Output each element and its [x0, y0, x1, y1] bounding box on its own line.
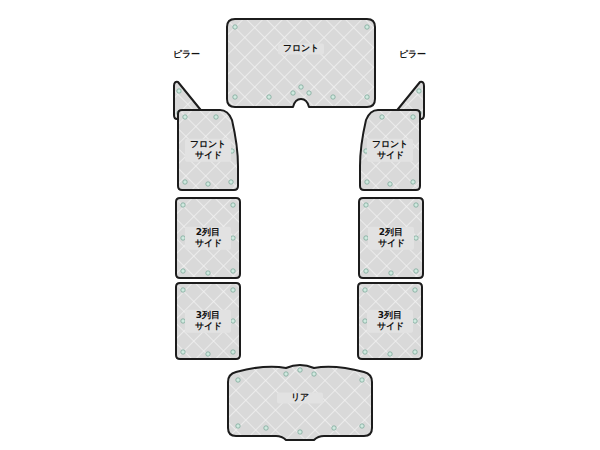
suction-cup: [183, 115, 187, 119]
suction-cup: [181, 350, 185, 354]
suction-cup: [231, 288, 235, 292]
suction-cup: [206, 271, 210, 275]
suction-cup: [364, 203, 368, 207]
third-row-shade: 3列目 サイド: [356, 281, 424, 361]
part-name: 2列目 サイド: [185, 227, 231, 250]
shade-body: [359, 198, 423, 278]
suction-cup: [413, 319, 417, 323]
second-row-shade: 2列目 サイド: [357, 196, 425, 280]
suction-cup: [264, 426, 268, 430]
suction-cup: [312, 372, 316, 376]
suction-cup: [181, 288, 185, 292]
pillar-shade: ピラー: [168, 48, 210, 106]
suction-cup: [267, 95, 271, 99]
suction-cup: [380, 115, 384, 119]
suction-cup: [364, 269, 368, 273]
part-name: リア: [277, 392, 323, 403]
suction-cup: [206, 182, 210, 186]
suction-cup: [363, 288, 367, 292]
suction-cup: [365, 180, 369, 184]
part-name: フロント サイド: [367, 139, 413, 162]
suction-cup: [307, 91, 311, 95]
shade-body: [176, 198, 240, 278]
suction-cup: [414, 236, 418, 240]
suction-cup: [417, 89, 421, 93]
suction-cup: [298, 430, 302, 434]
pillar-shade: ピラー: [388, 48, 430, 106]
rear-shade: リア: [226, 360, 374, 442]
suction-cup: [284, 372, 288, 376]
part-name: ピラー: [173, 49, 200, 60]
shade-body: [358, 283, 422, 359]
front-side-shade: フロント サイド: [356, 106, 422, 192]
suction-cup: [414, 269, 418, 273]
suction-cup: [233, 95, 237, 99]
shade-body: [228, 365, 372, 440]
shade-body: [360, 110, 420, 190]
part-name: フロント: [278, 43, 324, 54]
suction-cup: [231, 203, 235, 207]
suction-cup: [214, 115, 218, 119]
part-name: ピラー: [399, 49, 426, 60]
part-name: 3列目 サイド: [367, 310, 413, 333]
second-row-shade: 2列目 サイド: [174, 196, 242, 280]
suction-cup: [360, 378, 364, 382]
suction-cup: [177, 89, 181, 93]
shade-body: [227, 19, 375, 107]
third-row-shade: 3列目 サイド: [174, 281, 242, 361]
shade-body: [178, 110, 238, 190]
suction-cup: [183, 180, 187, 184]
suction-cup: [413, 288, 417, 292]
part-name: 3列目 サイド: [185, 310, 231, 333]
suction-cup: [231, 269, 235, 273]
suction-cup: [233, 25, 237, 29]
suction-cup: [360, 424, 364, 428]
suction-cup: [236, 424, 240, 428]
shade-body: [176, 283, 240, 359]
suction-cup: [236, 378, 240, 382]
suction-cup: [229, 180, 233, 184]
suction-cup: [331, 95, 335, 99]
shade-outline: [388, 64, 430, 106]
suction-cup: [388, 352, 392, 356]
part-name: フロント サイド: [185, 139, 231, 162]
shade-outline: [225, 17, 377, 111]
suction-cup: [411, 115, 415, 119]
suction-cup: [365, 95, 369, 99]
suction-cup: [298, 368, 302, 372]
suction-cup: [365, 25, 369, 29]
suction-cup: [388, 182, 392, 186]
suction-cup: [181, 203, 185, 207]
suction-cup: [231, 319, 235, 323]
suction-cup: [231, 350, 235, 354]
suction-cup: [206, 352, 210, 356]
part-name: 2列目 サイド: [368, 227, 414, 250]
suction-cup: [291, 91, 295, 95]
shade-outline: [168, 64, 210, 106]
suction-cup: [299, 85, 303, 89]
suction-cup: [332, 426, 336, 430]
front-shade: フロント: [225, 17, 377, 111]
suction-cup: [363, 350, 367, 354]
suction-cup: [231, 236, 235, 240]
suction-cup: [389, 271, 393, 275]
front-side-shade: フロント サイド: [176, 106, 242, 192]
suction-cup: [414, 203, 418, 207]
suction-cup: [181, 269, 185, 273]
suction-cup: [411, 180, 415, 184]
suction-cup: [413, 350, 417, 354]
